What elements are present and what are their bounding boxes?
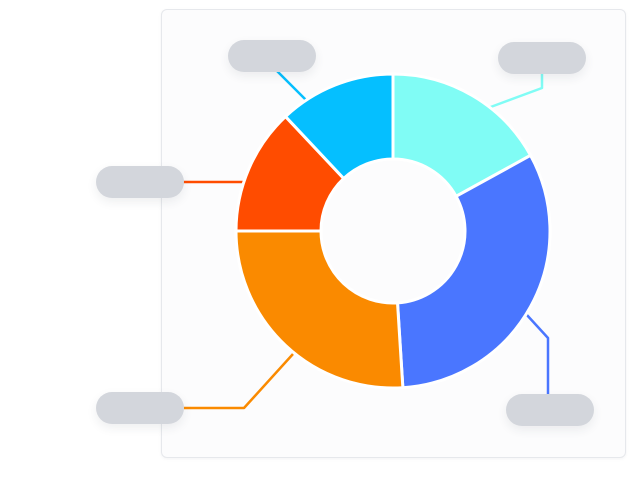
slice-label-pill-blue — [506, 394, 594, 426]
leader-line-orange — [184, 353, 294, 410]
leader-line-blue — [525, 313, 550, 396]
slice-label-pill-orange — [96, 392, 184, 424]
donut-slice-blue — [396, 153, 552, 390]
leader-lines — [183, 69, 550, 410]
slice-label-pill-red — [96, 166, 184, 198]
slice-label-pill-cyan — [228, 40, 316, 72]
donut-slice-aqua — [391, 72, 533, 198]
donut-slice-orange — [234, 229, 405, 390]
donut-slices — [234, 72, 552, 390]
leader-line-aqua — [487, 72, 544, 110]
slice-label-pill-aqua — [498, 42, 586, 74]
leader-line-cyan — [275, 69, 307, 101]
donut-slice-cyan — [284, 72, 395, 181]
